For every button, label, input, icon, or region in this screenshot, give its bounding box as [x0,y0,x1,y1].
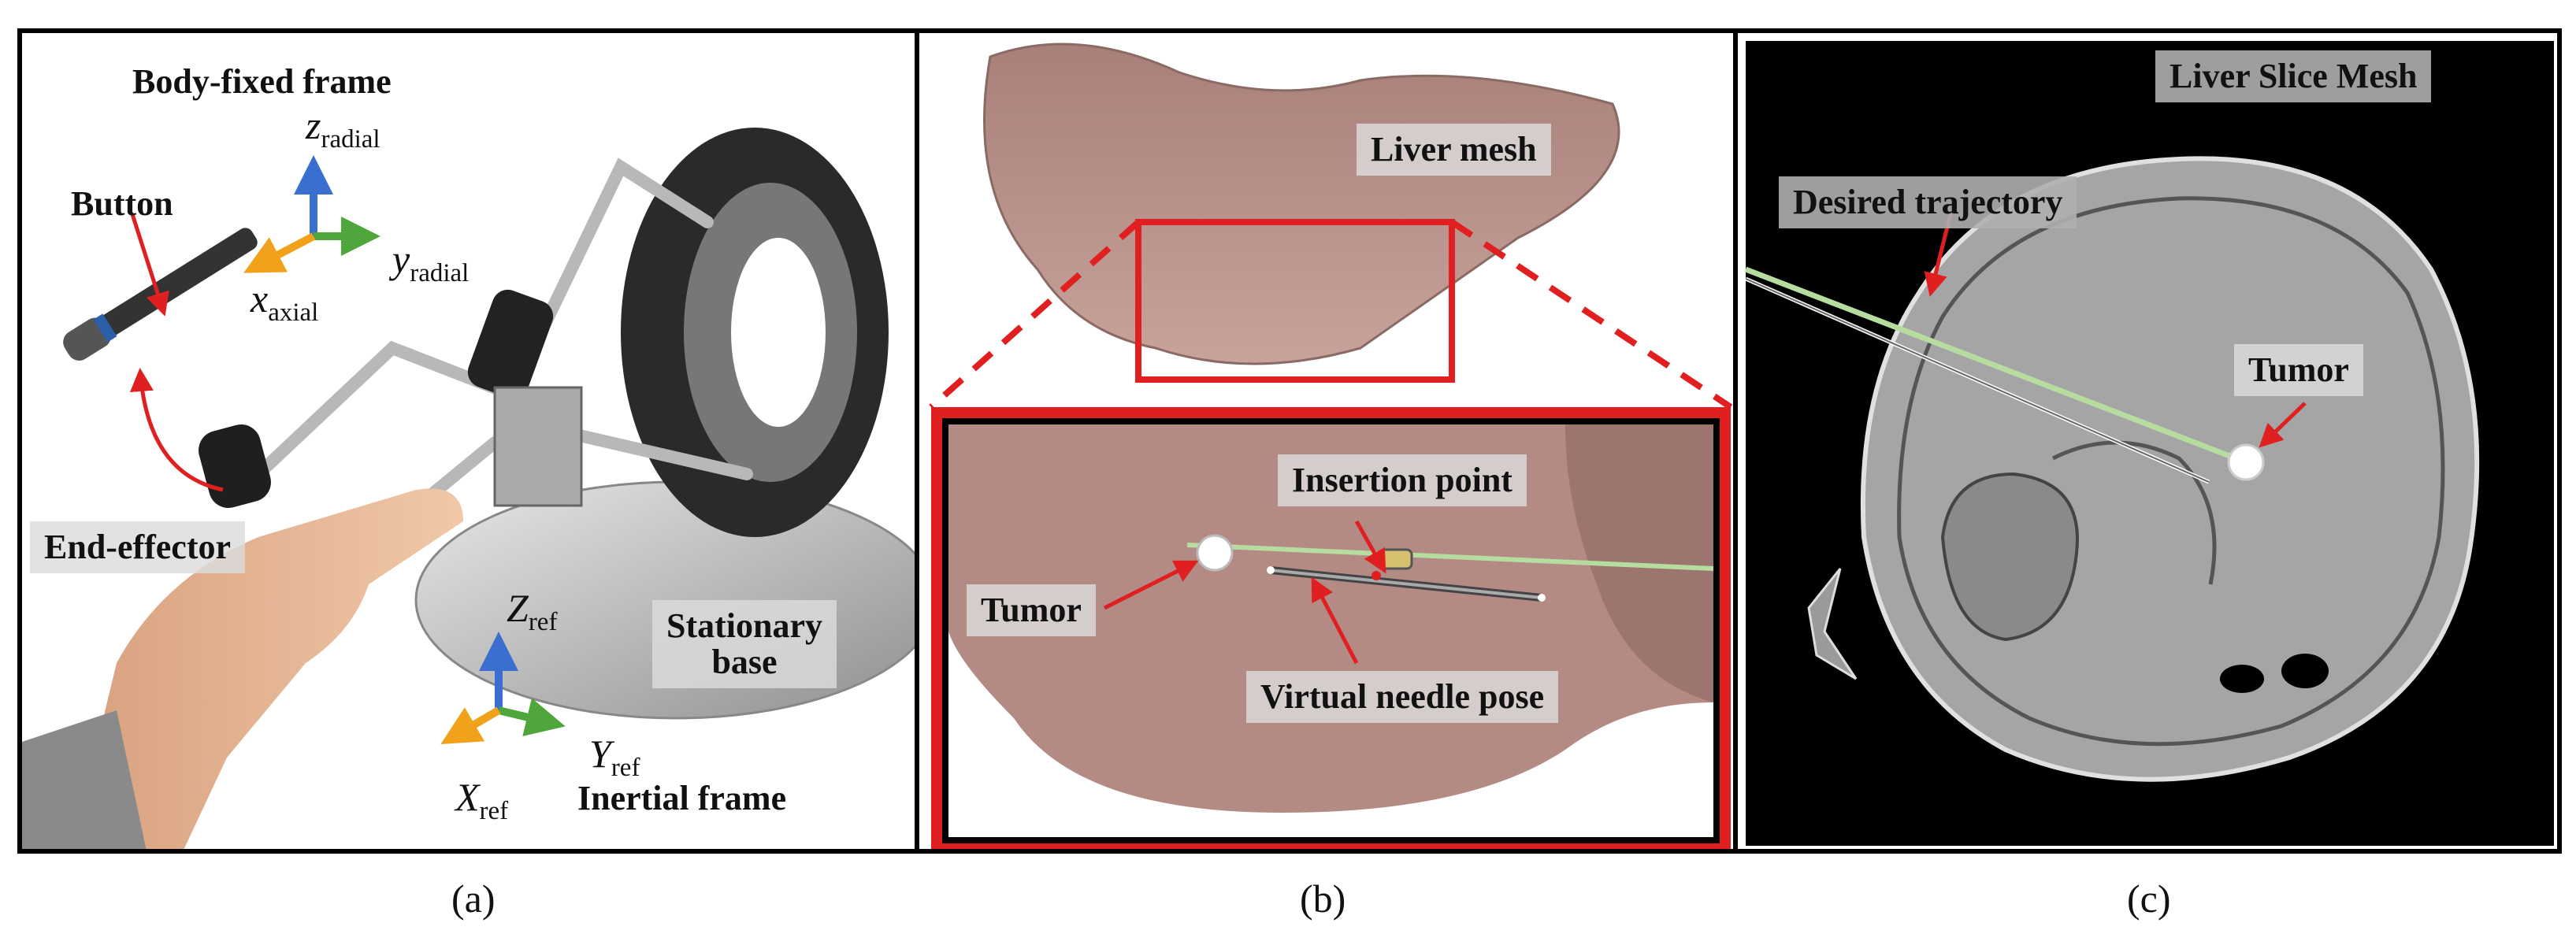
liver-slice-label: Liver Slice Mesh [2155,50,2432,103]
liver-slice-illustration [1744,41,2554,846]
liver-mesh-illustration [929,43,1733,849]
stationary-base-line1: Stationary [666,606,822,645]
liver-mesh [983,43,1620,365]
haptic-device-illustration [22,128,915,849]
desired-trajectory-label: Desired trajectory [1779,176,2077,229]
caption-c: (c) [2127,876,2171,921]
liver-slice-mesh [1860,156,2480,782]
zoom-region [1135,219,1455,383]
end-effector-label: End-effector [30,521,246,574]
x-ref-axis [440,706,501,745]
z-radial-label: zradial [306,103,380,154]
tumor-label-b: Tumor [967,584,1096,637]
panel-a-haptic-device: Body-fixed frame Button End-effector Sta… [17,28,919,854]
stylus-drawing [63,228,258,361]
desired-trajectory-line [1744,266,2248,465]
tumor-sphere [1196,534,1234,572]
trajectory-line [1186,543,1714,571]
y-radial-label: yradial [392,237,470,287]
insertion-point-label: Insertion point [1278,454,1527,507]
x-axial-label: xaxial [251,276,319,327]
operator-hand [71,488,463,849]
needle-hub [1379,548,1413,570]
body-frame-label: Body-fixed frame [132,62,392,101]
z-ref-label: Zref [507,586,558,636]
tumor-label-c: Tumor [2234,344,2363,397]
x-axial-axis [243,232,316,273]
button-arrow [130,213,169,317]
virtual-needle-label: Virtual needle pose [1246,671,1559,724]
liver-mesh-label: Liver mesh [1357,124,1551,176]
panel-b-liver-mesh: Liver mesh Insertion point Tumor Virtual… [915,28,1738,854]
stationary-base-line2: base [711,643,778,682]
inertial-frame-label: Inertial frame [577,779,787,817]
tumor-sphere-c [2227,443,2265,481]
stationary-base-label: Stationary base [652,600,837,689]
panel-c-liver-slice: Liver Slice Mesh Desired trajectory Tumo… [1733,28,2562,854]
end-effector-arrow [129,368,224,492]
caption-b: (b) [1300,876,1346,921]
button-label: Button [71,184,173,223]
y-ref-label: Yref [589,732,640,782]
x-ref-label: Xref [455,775,509,825]
y-ref-axis [497,698,566,736]
caption-a: (a) [451,876,496,921]
